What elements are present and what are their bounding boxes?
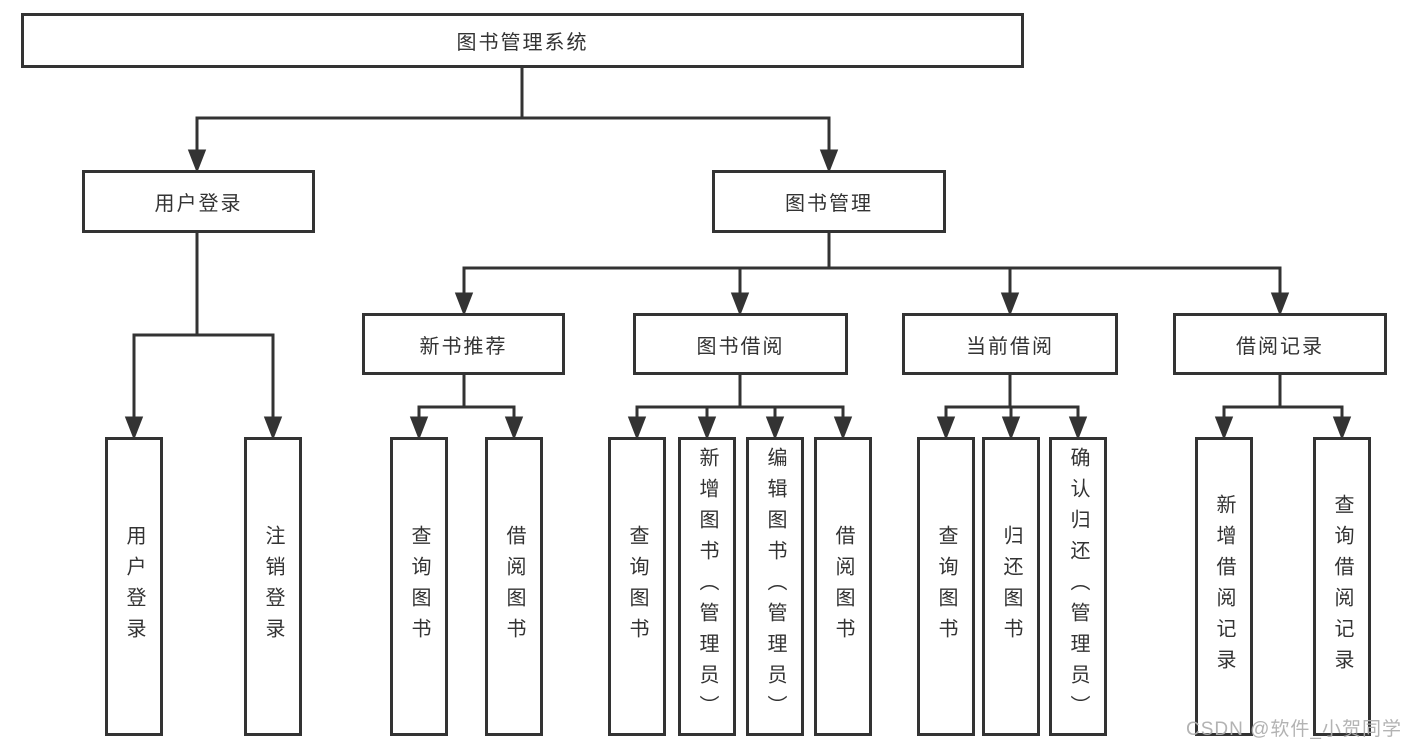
- leaf-record-query-label: 查询借阅记录: [1331, 493, 1353, 680]
- node-borrow-records-label: 借阅记录: [1236, 335, 1324, 358]
- leaf-newbook-borrow-label: 借阅图书: [503, 524, 525, 649]
- leaf-current-return-label: 归还图书: [1000, 524, 1022, 649]
- leaf-borrow-add-label: 新增图书（管理员）: [696, 447, 718, 726]
- leaf-borrow-query: 查询图书: [608, 437, 666, 736]
- node-book-management-label: 图书管理: [785, 193, 873, 215]
- leaf-borrow-book-label: 借阅图书: [832, 524, 854, 649]
- node-book-borrow: 图书借阅: [633, 313, 848, 375]
- arrowhead-icon: [730, 292, 750, 317]
- arrowhead-icon: [765, 416, 785, 441]
- leaf-current-query-label: 查询图书: [935, 524, 957, 649]
- leaf-current-confirm-label: 确认归还（管理员）: [1067, 447, 1089, 726]
- arrowhead-icon: [263, 416, 283, 441]
- leaf-borrow-book: 借阅图书: [814, 437, 872, 736]
- arrowhead-icon: [833, 416, 853, 441]
- leaf-newbook-query: 查询图书: [390, 437, 448, 736]
- node-new-book: 新书推荐: [362, 313, 565, 375]
- arrowhead-icon: [1214, 416, 1234, 441]
- leaf-record-add: 新增借阅记录: [1195, 437, 1253, 736]
- leaf-current-confirm: 确认归还（管理员）: [1049, 437, 1107, 736]
- leaf-current-query: 查询图书: [917, 437, 975, 736]
- leaf-newbook-query-label: 查询图书: [408, 524, 430, 649]
- leaf-user-login-label: 用户登录: [123, 524, 145, 649]
- arrowhead-icon: [1068, 416, 1088, 441]
- node-new-book-label: 新书推荐: [419, 335, 508, 358]
- node-current-borrow: 当前借阅: [902, 313, 1118, 375]
- connector-root: [187, 67, 839, 174]
- leaf-borrow-edit: 编辑图书（管理员）: [746, 437, 804, 736]
- arrowhead-icon: [409, 416, 429, 441]
- leaf-record-query: 查询借阅记录: [1313, 437, 1371, 736]
- connector-new-book: [409, 375, 524, 441]
- arrowhead-icon: [1332, 416, 1352, 441]
- leaf-borrow-edit-label: 编辑图书（管理员）: [764, 447, 786, 726]
- arrowhead-icon: [1001, 416, 1021, 441]
- node-book-management: 图书管理: [712, 170, 946, 233]
- leaf-logout: 注销登录: [244, 437, 302, 736]
- connector-borrow-records: [1214, 375, 1352, 441]
- leaf-user-login: 用户登录: [105, 437, 163, 736]
- arrowhead-icon: [454, 292, 474, 317]
- node-user-login-label: 用户登录: [154, 193, 243, 215]
- leaf-borrow-add: 新增图书（管理员）: [678, 437, 736, 736]
- arrowhead-icon: [936, 416, 956, 441]
- connector-book-management: [454, 233, 1290, 317]
- arrowhead-icon: [187, 149, 207, 174]
- leaf-newbook-borrow: 借阅图书: [485, 437, 543, 736]
- node-root-label: 图书管理系统: [456, 32, 589, 54]
- arrowhead-icon: [124, 416, 144, 441]
- arrowhead-icon: [819, 149, 839, 174]
- watermark: CSDN @软件_小贺同学: [1186, 719, 1402, 740]
- arrowhead-icon: [627, 416, 647, 441]
- node-book-borrow-label: 图书借阅: [696, 335, 785, 358]
- arrowhead-icon: [504, 416, 524, 441]
- leaf-current-return: 归还图书: [982, 437, 1040, 736]
- leaf-borrow-query-label: 查询图书: [626, 524, 648, 649]
- connector-current-borrow: [936, 375, 1088, 441]
- node-root: 图书管理系统: [21, 13, 1024, 68]
- arrowhead-icon: [1270, 292, 1290, 317]
- connector-book-borrow: [627, 375, 853, 441]
- node-borrow-records: 借阅记录: [1173, 313, 1387, 375]
- node-user-login: 用户登录: [82, 170, 315, 233]
- arrowhead-icon: [697, 416, 717, 441]
- leaf-logout-label: 注销登录: [262, 524, 284, 649]
- connector-user-login: [124, 233, 283, 441]
- arrowhead-icon: [1000, 292, 1020, 317]
- leaf-record-add-label: 新增借阅记录: [1213, 493, 1235, 680]
- node-current-borrow-label: 当前借阅: [966, 335, 1054, 358]
